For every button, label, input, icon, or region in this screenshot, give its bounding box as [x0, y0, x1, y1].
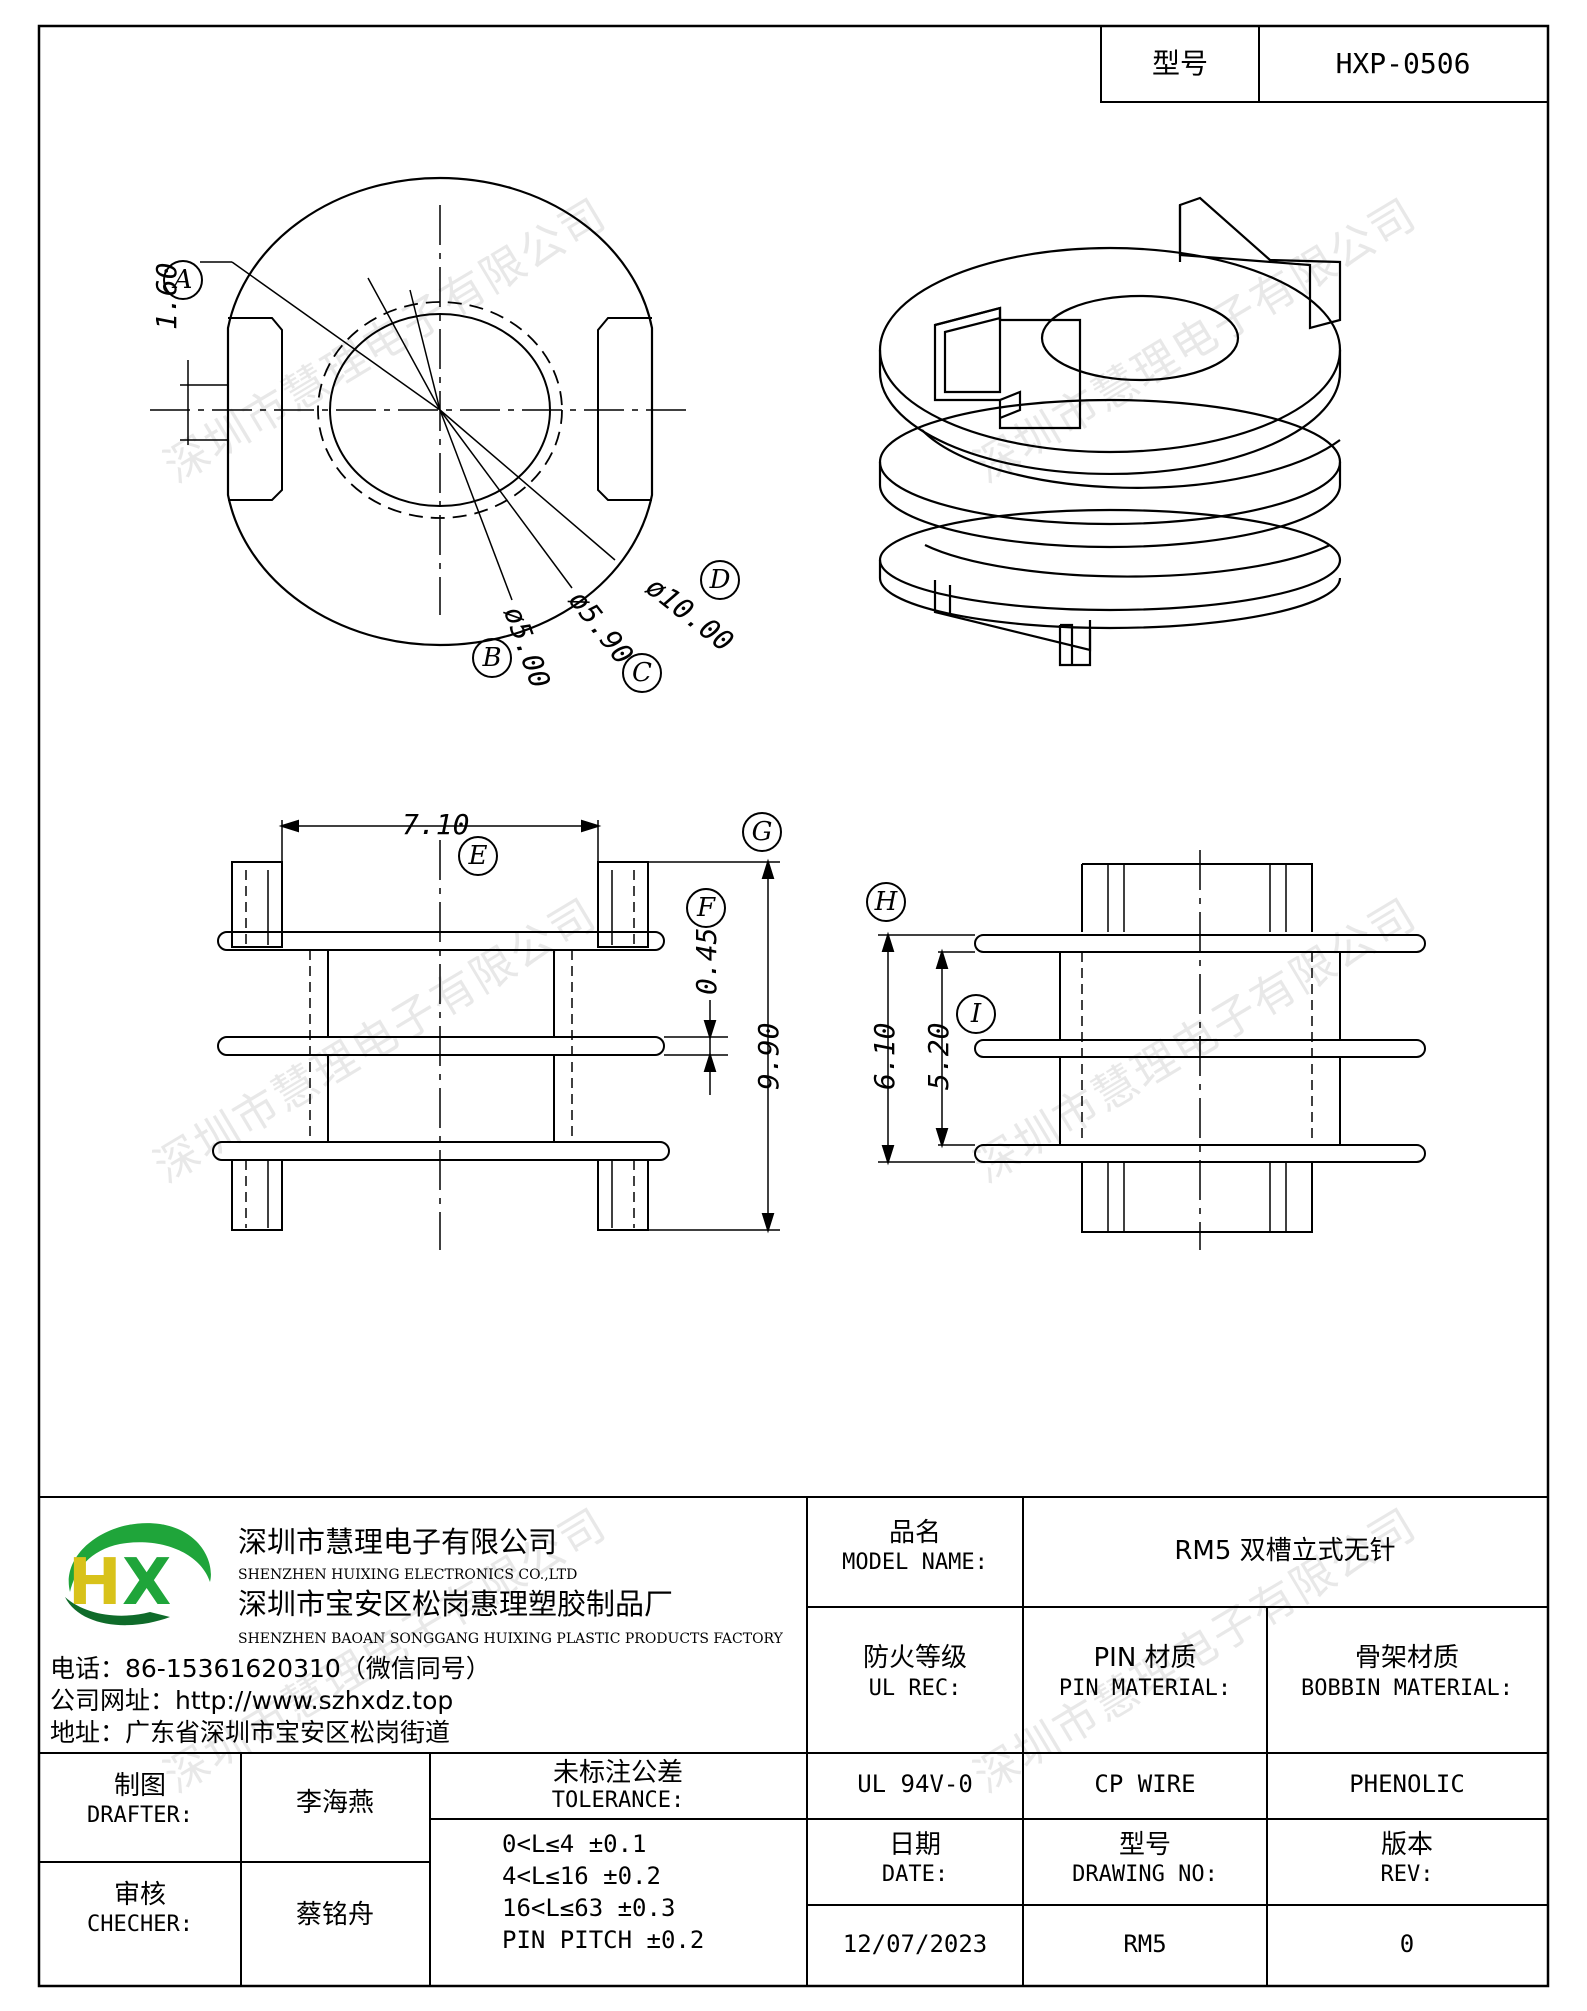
drafter-label-cn: 制图: [113, 1771, 167, 1801]
checker-label-cn: 审核: [113, 1880, 167, 1910]
company-name-cn: 深圳市慧理电子有限公司: [238, 1525, 558, 1559]
pin-value: CP WIRE: [1094, 1770, 1196, 1798]
tolerance-line: 0<L≤4 ±0.1: [502, 1830, 647, 1858]
dim-1-60: 1.60: [150, 262, 183, 330]
tolerance-label-en: TOLERANCE:: [551, 1788, 685, 1813]
factory-name-cn: 深圳市宝安区松岗惠理塑胶制品厂: [238, 1587, 674, 1621]
checker-label-en: CHECHER:: [87, 1912, 193, 1937]
tolerance-line: 4<L≤16 ±0.2: [502, 1862, 661, 1890]
dim-7-10: 7.10: [402, 808, 470, 841]
callout-e: E: [458, 836, 498, 876]
rev-label-cn: 版本: [1380, 1830, 1434, 1860]
dim-9-90: 9.90: [752, 1022, 785, 1090]
pin-label-en: PIN MATERIAL:: [1058, 1676, 1232, 1701]
tolerance-label-cn: 未标注公差: [552, 1758, 684, 1788]
svg-text:X: X: [122, 1546, 171, 1620]
model-label: 型号: [1151, 47, 1209, 80]
model-box: [1100, 25, 1549, 103]
ul-label-en: UL REC:: [868, 1676, 962, 1701]
callout-d: D: [700, 560, 740, 600]
pin-label-cn: PIN 材质: [1093, 1643, 1197, 1673]
company-logo: H X: [65, 1523, 211, 1626]
rev-label-en: REV:: [1380, 1862, 1434, 1887]
front-view: [212, 819, 780, 1250]
date-label-en: DATE:: [881, 1862, 949, 1887]
ul-value: UL 94V-0: [857, 1770, 973, 1798]
dim-6-10: 6.10: [868, 1022, 901, 1090]
product-name-value: RM5 双槽立式无针: [1174, 1536, 1396, 1566]
bobbin-value: PHENOLIC: [1349, 1770, 1465, 1798]
drawing-no-label-cn: 型号: [1118, 1830, 1172, 1860]
tolerance-line: PIN PITCH ±0.2: [502, 1926, 705, 1954]
drawing-no-value: RM5: [1123, 1930, 1167, 1958]
top-view: [150, 176, 690, 647]
date-label-cn: 日期: [888, 1830, 942, 1860]
product-name-label-en: MODEL NAME:: [842, 1550, 988, 1575]
drafter-label-en: DRAFTER:: [87, 1803, 193, 1828]
model-value: HXP-0506: [1335, 47, 1471, 80]
company-phone: 电话：86-15361620310（微信同号）: [50, 1654, 491, 1683]
callout-h: H: [866, 882, 906, 922]
bobbin-label-en: BOBBIN MATERIAL:: [1301, 1676, 1513, 1701]
title-block-grid: [39, 1496, 1548, 1986]
factory-name-en: SHENZHEN BAOAN SONGGANG HUIXING PLASTIC …: [238, 1631, 783, 1647]
dim-5-20: 5.20: [922, 1022, 955, 1090]
bobbin-label-cn: 骨架材质: [1354, 1643, 1460, 1673]
callout-a: A: [163, 260, 203, 300]
company-website: 公司网址：http://www.szhxdz.top: [50, 1686, 454, 1715]
callout-i: I: [956, 994, 996, 1034]
drafter-value: 李海燕: [295, 1788, 375, 1818]
svg-text:H: H: [68, 1546, 122, 1620]
drawing-no-label-en: DRAWING NO:: [1072, 1862, 1218, 1887]
callout-f: F: [686, 888, 726, 928]
callout-b: B: [472, 638, 512, 678]
date-value: 12/07/2023: [842, 1930, 988, 1958]
tolerance-line: 16<L≤63 ±0.3: [502, 1894, 676, 1922]
company-address: 地址：广东省深圳市宝安区松岗街道: [50, 1718, 451, 1747]
company-name-en: SHENZHEN HUIXING ELECTRONICS CO.,LTD: [238, 1567, 578, 1583]
product-name-label-cn: 品名: [888, 1518, 942, 1548]
callout-c: C: [622, 653, 662, 693]
side-view: [878, 850, 1426, 1250]
checker-value: 蔡铭舟: [295, 1900, 375, 1930]
dim-0-45: 0.45: [690, 927, 723, 995]
callout-g: G: [742, 812, 782, 852]
ul-label-cn: 防火等级: [862, 1643, 968, 1673]
sheet-border: [37, 24, 1550, 1988]
rev-value: 0: [1399, 1930, 1415, 1958]
isometric-view: [878, 196, 1342, 667]
